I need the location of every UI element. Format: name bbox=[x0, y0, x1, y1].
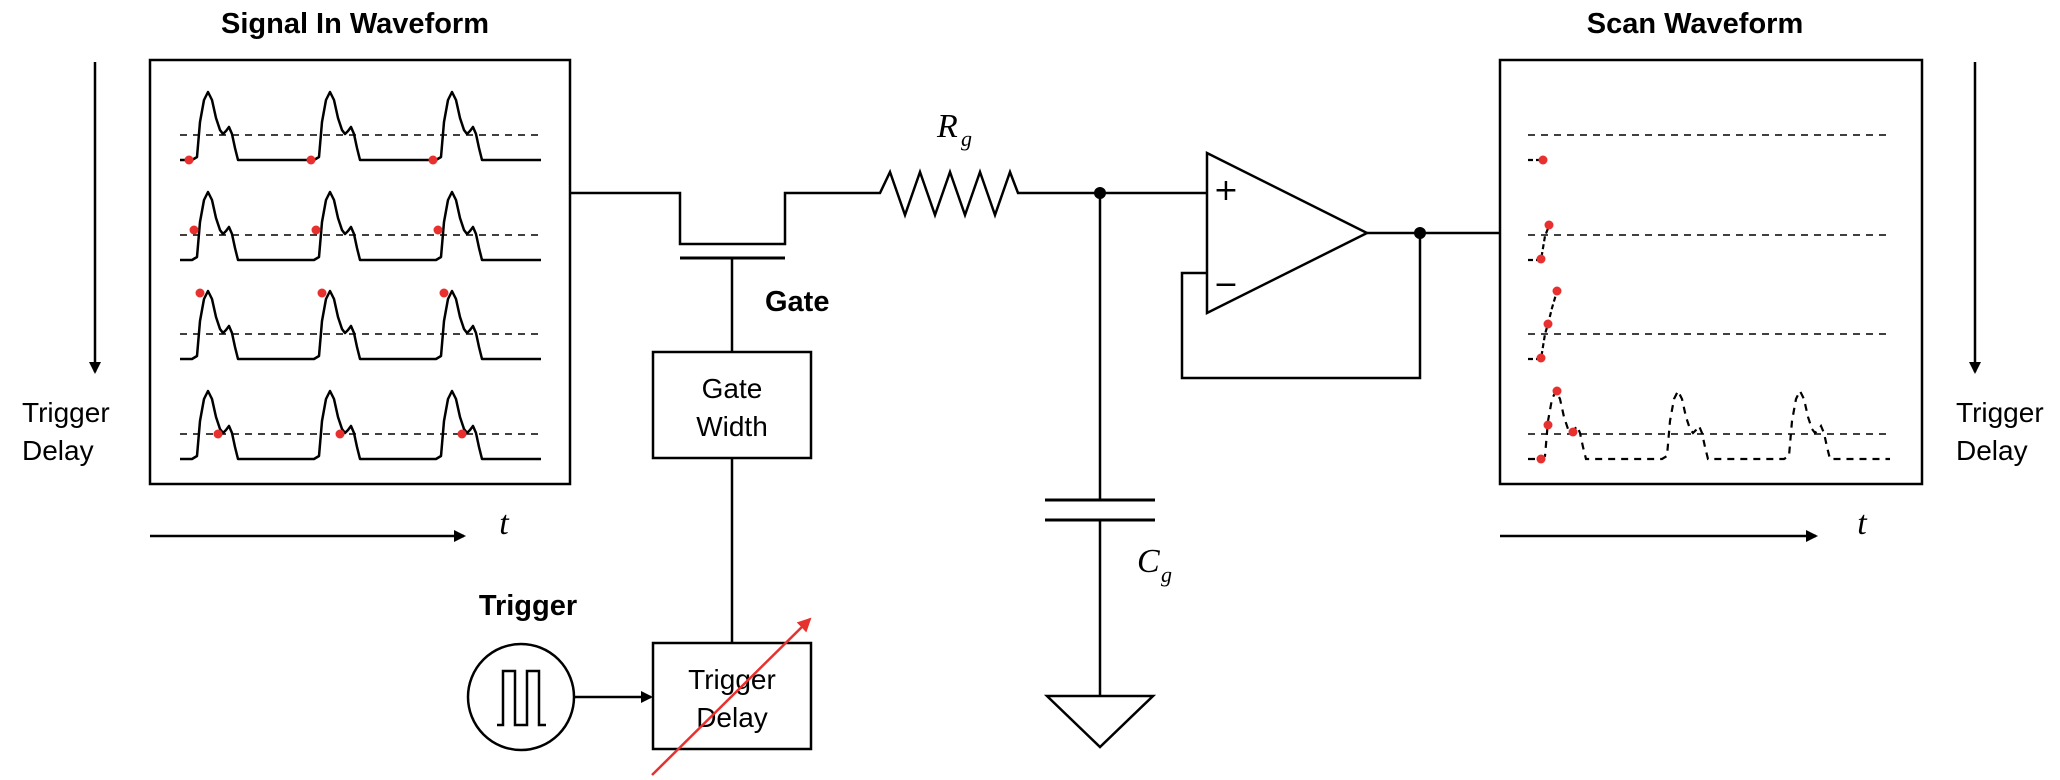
opamp-buffer bbox=[1205, 150, 1370, 316]
signal-pulse-trace bbox=[180, 389, 541, 461]
gate-width-box bbox=[651, 350, 813, 460]
trigger-delay-label-right-line2: Delay bbox=[1956, 435, 2028, 466]
sample-point bbox=[189, 225, 199, 235]
scan-waveform-title: Scan Waveform bbox=[1587, 8, 1804, 40]
scan-sample-point bbox=[1552, 386, 1562, 396]
signal-pulse-trace bbox=[180, 90, 541, 162]
signal-in-title: Signal In Waveform bbox=[221, 8, 489, 40]
scan-sample-point bbox=[1536, 454, 1546, 464]
sample-point bbox=[457, 429, 467, 439]
resistor-symbol: R bbox=[936, 108, 958, 145]
capacitor-label: C g bbox=[1137, 543, 1172, 587]
opamp-feedback-loop bbox=[1180, 233, 1422, 380]
scan-sample-point bbox=[1536, 353, 1546, 363]
sample-point bbox=[213, 429, 223, 439]
trigger-delay-box-line2: Delay bbox=[696, 702, 768, 733]
ground-symbol bbox=[1043, 694, 1157, 749]
scan-sample-point bbox=[1538, 155, 1548, 165]
resistor-label: R g bbox=[936, 108, 972, 151]
scan-sample-point bbox=[1536, 254, 1546, 264]
scan-waveform-panel bbox=[1498, 58, 1924, 486]
sample-point bbox=[184, 155, 194, 165]
scan-sample-point bbox=[1543, 420, 1553, 430]
resistor-rg bbox=[872, 168, 1100, 219]
sample-point bbox=[317, 288, 327, 298]
signal-pulse-trace bbox=[180, 190, 541, 262]
trigger-label: Trigger bbox=[479, 590, 577, 622]
scan-trace bbox=[1528, 225, 1551, 262]
sample-point bbox=[311, 225, 321, 235]
sample-point bbox=[306, 155, 316, 165]
scan-sample-point bbox=[1544, 220, 1554, 230]
scan-trace bbox=[1528, 290, 1559, 361]
trigger-source-circle bbox=[466, 642, 576, 752]
sample-point bbox=[335, 429, 345, 439]
output-node bbox=[1414, 227, 1426, 239]
signal-pulse-trace bbox=[180, 289, 541, 361]
gate-switch bbox=[570, 191, 872, 352]
capacitor-subscript: g bbox=[1161, 562, 1172, 587]
sample-point bbox=[433, 225, 443, 235]
scan-sample-point bbox=[1543, 319, 1553, 329]
sample-point bbox=[439, 288, 449, 298]
opamp-minus-sign: − bbox=[1213, 267, 1238, 302]
pulse-train-icon bbox=[497, 669, 546, 727]
scan-reconstructed-trace bbox=[1528, 388, 1890, 461]
gate-label: Gate bbox=[765, 286, 829, 318]
adjustable-delay-arrow bbox=[651, 617, 812, 776]
gate-channel bbox=[570, 191, 872, 246]
resistor-subscript: g bbox=[961, 126, 972, 151]
capacitor-symbol: C bbox=[1137, 543, 1160, 580]
trigger-delay-box-line1: Trigger bbox=[688, 664, 776, 695]
sample-point bbox=[195, 288, 205, 298]
gate-width-label-line1: Gate bbox=[702, 373, 763, 404]
scan-waveform-frame bbox=[1498, 58, 1924, 486]
gate-width-label-line2: Width bbox=[696, 411, 768, 442]
sample-point bbox=[428, 155, 438, 165]
trigger-delay-label-left-line1: Trigger bbox=[22, 397, 110, 428]
signal-in-waveforms bbox=[180, 90, 541, 461]
trigger-delay-label-left-line2: Delay bbox=[22, 435, 94, 466]
signal-in-frame bbox=[148, 58, 572, 486]
time-axis-label-right: t bbox=[1857, 505, 1868, 542]
opamp-plus-sign: + bbox=[1213, 173, 1238, 208]
time-axis-label-left: t bbox=[499, 505, 510, 542]
scan-waveforms bbox=[1528, 134, 1890, 464]
scan-sample-point bbox=[1552, 286, 1562, 296]
scan-sample-point bbox=[1568, 427, 1578, 437]
trigger-delay-label-right-line1: Trigger bbox=[1956, 397, 2044, 428]
signal-in-panel bbox=[148, 58, 572, 486]
